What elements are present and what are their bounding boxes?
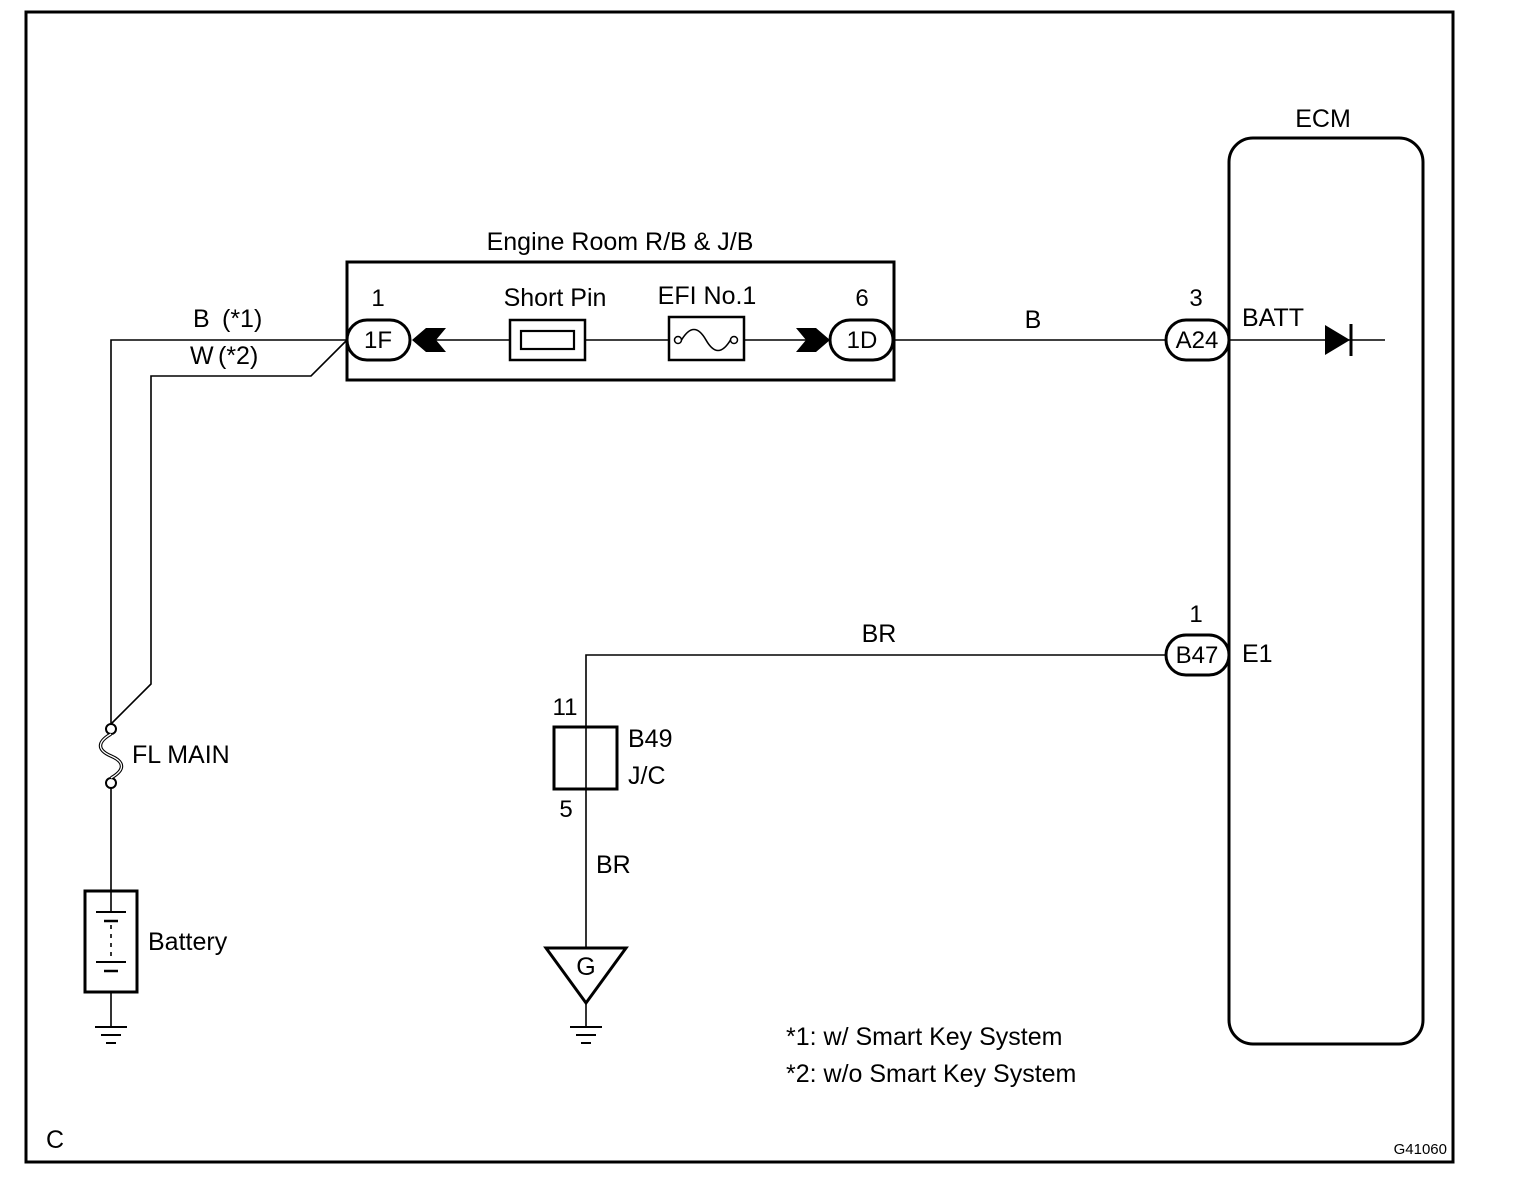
fl-main-label: FL MAIN <box>132 741 230 769</box>
ecm-batt-terminal: BATT <box>1242 304 1304 332</box>
ground-circuit: BR 11 5 B49 J/C BR G <box>543 620 1166 1044</box>
ecm-title: ECM <box>1295 105 1351 133</box>
diagram-frame <box>24 10 1455 1164</box>
junction-pin-top: 11 <box>553 694 578 721</box>
battery-feed-wires: B (*1) W (*2) <box>110 305 348 725</box>
ground-point-label: G <box>576 953 595 981</box>
ecm-e1-terminal: E1 <box>1242 640 1273 668</box>
pin-b47: 1 <box>1189 601 1202 628</box>
battery-symbol: Battery <box>83 889 228 1044</box>
wire-b-label: B <box>193 305 210 333</box>
ecm-block: ECM A24 3 BATT B47 1 E1 <box>1164 105 1425 1046</box>
connector-1d-label: 1D <box>847 327 878 354</box>
engine-room-relay-block: Engine Room R/B & J/B 1F 1 Short Pin EFI… <box>345 228 896 382</box>
wire-br-bottom-label: BR <box>596 851 631 879</box>
junction-id: B49 <box>628 725 672 753</box>
figure-code: G41060 <box>1394 1141 1447 1158</box>
ground-point-g <box>543 946 629 1006</box>
pin-1f: 1 <box>371 285 384 312</box>
wire-br-top-label: BR <box>862 620 897 648</box>
corner-label: C <box>46 1126 64 1154</box>
fuse-efi-label: EFI No.1 <box>658 282 757 310</box>
connector-1d-arrow <box>796 328 830 352</box>
note-2: *2: w/o Smart Key System <box>786 1060 1076 1088</box>
diode-symbol <box>1325 325 1350 355</box>
pin-a24: 3 <box>1189 285 1202 312</box>
connector-1f-arrow <box>412 328 446 352</box>
wire-ecm-batt-label: B <box>1025 306 1042 334</box>
connector-1f-label: 1F <box>364 327 392 354</box>
junction-pin-bottom: 5 <box>559 796 572 823</box>
connector-b47-label: B47 <box>1176 642 1219 669</box>
wire-w-note: (*2) <box>218 342 258 370</box>
fusible-link-fl-main: FL MAIN <box>98 723 230 891</box>
note-1: *1: w/ Smart Key System <box>786 1023 1062 1051</box>
battery-label: Battery <box>148 928 228 956</box>
short-pin-label: Short Pin <box>504 284 607 312</box>
connector-a24-label: A24 <box>1176 327 1219 354</box>
wire-w-label: W <box>190 342 214 370</box>
wire-b-note: (*1) <box>222 305 262 333</box>
relay-block-title: Engine Room R/B & J/B <box>487 228 754 256</box>
junction-type: J/C <box>628 762 666 790</box>
pin-1d: 6 <box>855 285 868 312</box>
